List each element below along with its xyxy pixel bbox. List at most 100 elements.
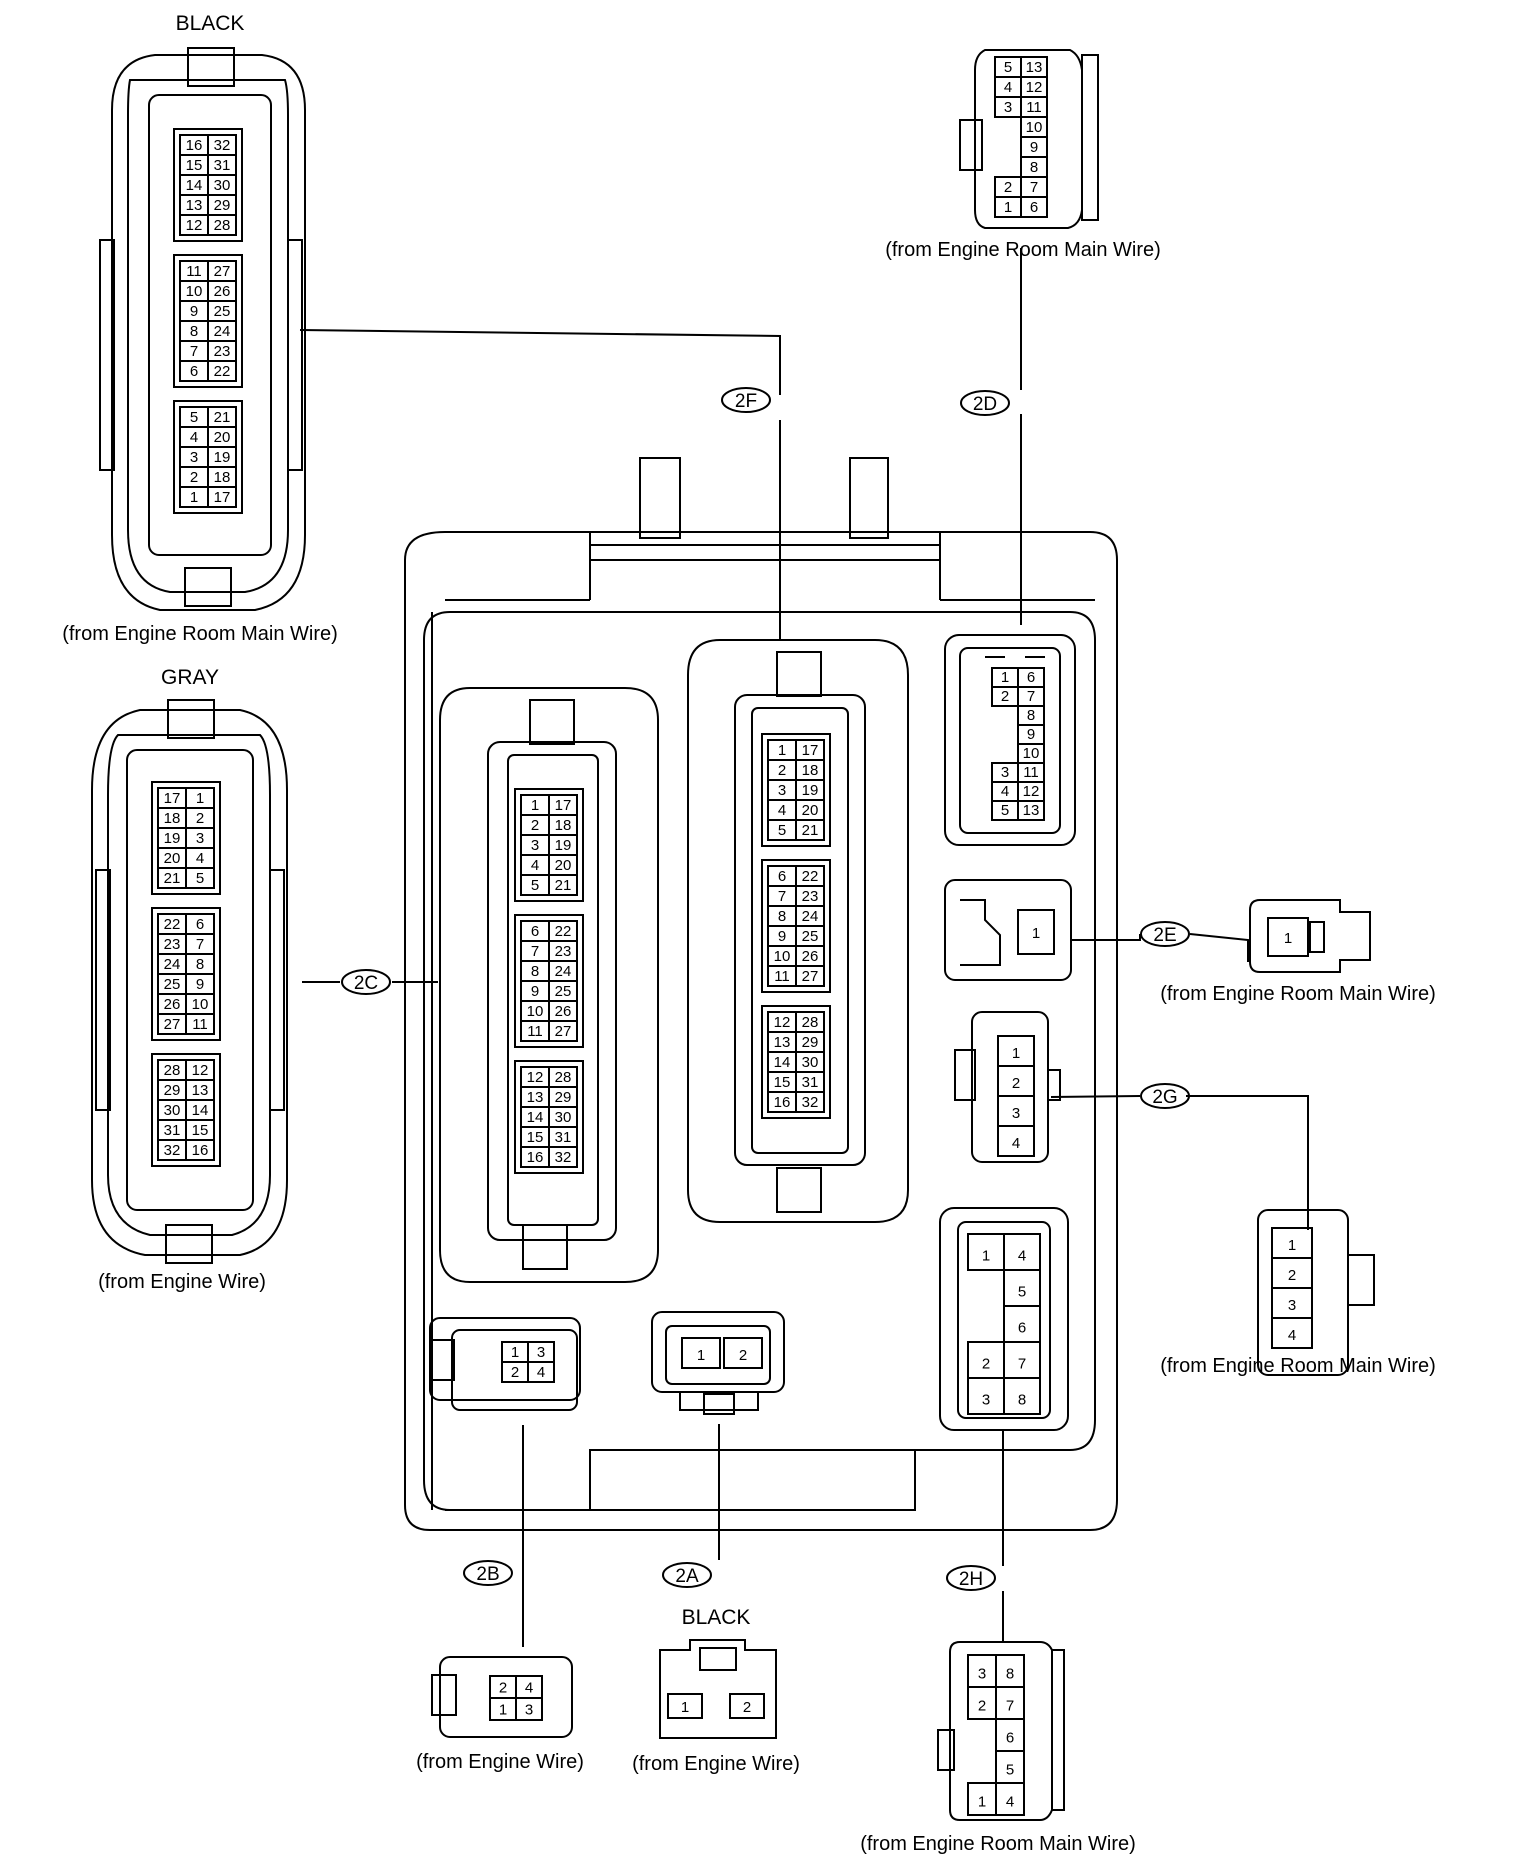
pin-label: 3	[778, 782, 786, 799]
pin-label: 18	[164, 810, 181, 827]
pin-label: 6	[1006, 1730, 1014, 1747]
pin-label: 12	[1023, 783, 1040, 800]
pin-label: 2	[778, 762, 786, 779]
pin-label: 24	[802, 908, 819, 925]
pin-cell	[185, 1139, 215, 1161]
pin-label: 7	[190, 343, 198, 360]
pin-block	[151, 781, 221, 895]
pin-label: 2	[499, 1679, 507, 1696]
connector-2b-housing	[429, 1317, 581, 1411]
pin-label: 14	[527, 1109, 544, 1126]
pin-label: 10	[186, 283, 203, 300]
pin-label: 27	[555, 1023, 572, 1040]
pin-label: 22	[164, 916, 181, 933]
connector-caption: (from Engine Room Main Wire)	[860, 1833, 1136, 1854]
pin-label: 4	[1001, 783, 1009, 800]
pin-label: 25	[555, 983, 572, 1000]
svg-text:2E: 2E	[1153, 925, 1176, 946]
connector-2e-housing: 1	[944, 879, 1072, 981]
pin-block	[514, 788, 584, 902]
pin-label: 25	[164, 976, 181, 993]
pin-label: 2	[1004, 179, 1012, 196]
pin-label: 2	[982, 1356, 990, 1373]
pin-cell	[723, 1337, 763, 1369]
pin-label: 32	[164, 1142, 181, 1159]
pin-block	[761, 733, 831, 847]
pin-label: 31	[214, 157, 231, 174]
pin-label: 5	[1004, 59, 1012, 76]
tag-2e: 2E	[1140, 921, 1190, 947]
pin-label: 2	[743, 1699, 751, 1716]
pin-label: 32	[555, 1149, 572, 1166]
pin-label: 10	[527, 1003, 544, 1020]
connector-caption: (from Engine Wire)	[632, 1753, 800, 1775]
pin-label: 12	[186, 217, 203, 234]
connector-caption: (from Engine Room Main Wire)	[62, 623, 338, 645]
tag-bubbles: 2F 2D 2C 2E 2G 2B 2A 2H	[341, 387, 1190, 1591]
connector-right-2e: 1 (from Engine Room Main Wire)	[1160, 899, 1436, 1005]
pin-label: 19	[164, 830, 181, 847]
pin-label: 12	[192, 1062, 209, 1079]
pin-label: 2	[190, 469, 198, 486]
connector-2c-housing	[439, 687, 659, 1283]
pin-label: 12	[1026, 79, 1043, 96]
pin-label: 31	[802, 1074, 819, 1091]
pin-label: 12	[527, 1069, 544, 1086]
pin-label: 3	[1004, 99, 1012, 116]
pin-label: 13	[192, 1082, 209, 1099]
pin-block	[761, 1005, 831, 1119]
pin-label: 23	[802, 888, 819, 905]
pin-label: 9	[190, 303, 198, 320]
pin-label: 3	[525, 1701, 533, 1718]
pin-block	[173, 128, 243, 242]
pin-cell	[515, 1697, 543, 1721]
pin-label: 7	[196, 936, 204, 953]
connector-color-label: GRAY	[161, 666, 219, 689]
pin-label: 32	[214, 137, 231, 154]
svg-text:2A: 2A	[675, 1566, 699, 1587]
pin-label: 29	[555, 1089, 572, 1106]
pin-label: 28	[214, 217, 231, 234]
pin-cell	[548, 1146, 578, 1168]
pin-label: 1	[531, 797, 539, 814]
pin-label: 4	[778, 802, 786, 819]
pin-label: 5	[1018, 1284, 1026, 1301]
svg-text:2H: 2H	[959, 1569, 983, 1590]
pin-cell	[997, 1125, 1035, 1157]
tag-2b: 2B	[463, 1560, 513, 1586]
pin-label: 6	[190, 363, 198, 380]
pin-cell	[795, 965, 825, 987]
pin-cell	[548, 1020, 578, 1042]
pin-label: 18	[802, 762, 819, 779]
pin-label: 1	[778, 742, 786, 759]
tag-2a: 2A	[662, 1562, 712, 1588]
pin-label: 3	[531, 837, 539, 854]
pin-cell	[207, 214, 237, 236]
pin-label: 30	[214, 177, 231, 194]
pin-label: 20	[802, 802, 819, 819]
pin-label: 25	[802, 928, 819, 945]
pin-label: 1	[681, 1699, 689, 1716]
pin-label: 6	[196, 916, 204, 933]
pin-cell	[729, 1693, 765, 1719]
pin-label: 15	[192, 1122, 209, 1139]
pin-label: 2	[531, 817, 539, 834]
pin-label: 2	[739, 1347, 747, 1364]
pin-label: 7	[531, 943, 539, 960]
connector-2d-housing	[944, 634, 1076, 846]
pin-label: 10	[1026, 119, 1043, 136]
svg-text:2G: 2G	[1152, 1087, 1177, 1108]
pin-label: 6	[1027, 669, 1035, 686]
pin-label: 13	[774, 1034, 791, 1051]
pin-label: 26	[164, 996, 181, 1013]
pin-label: 4	[537, 1364, 545, 1381]
pin-label: 20	[555, 857, 572, 874]
pin-label: 8	[190, 323, 198, 340]
tag-2h: 2H	[946, 1565, 996, 1591]
